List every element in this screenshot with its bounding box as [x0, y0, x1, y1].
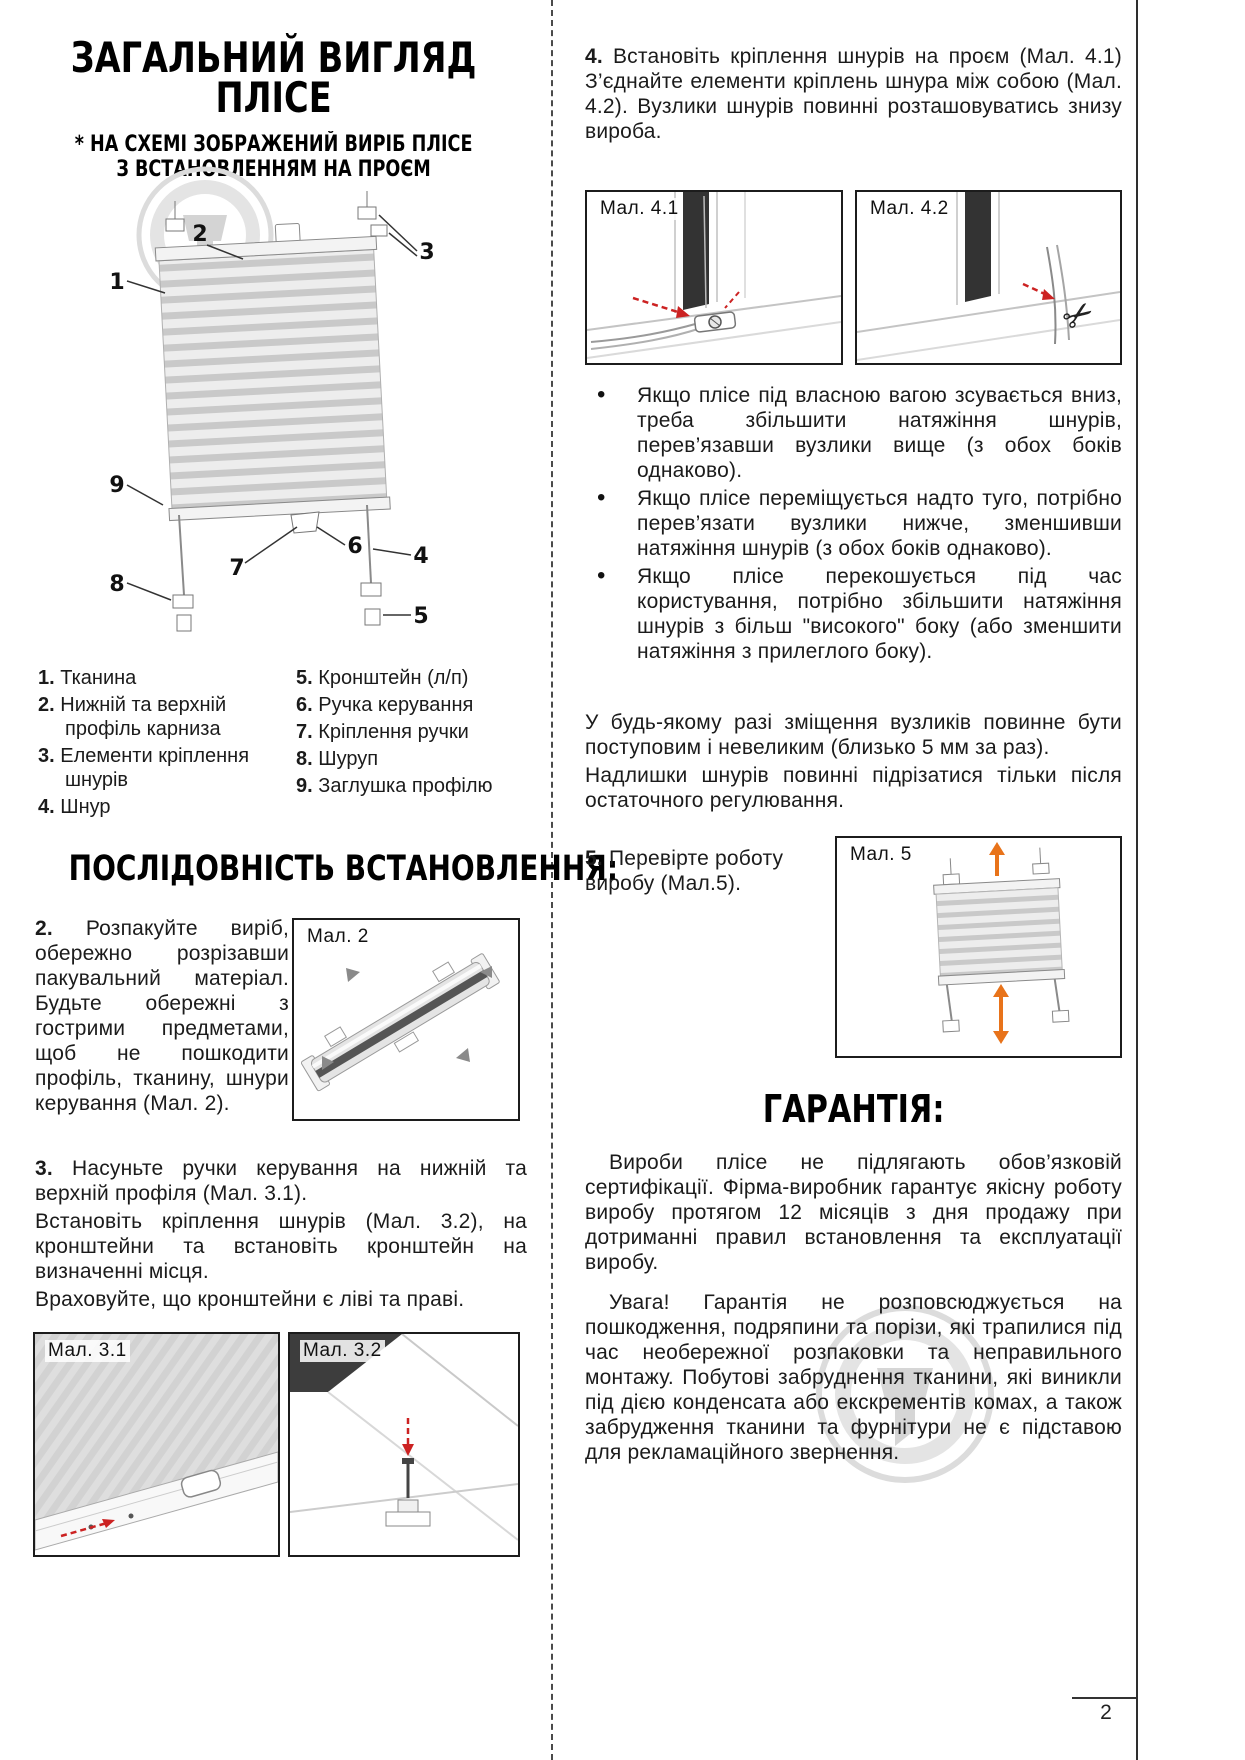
step-4-text: Встановіть кріплення шнурів на проєм (Ма…: [585, 45, 1122, 143]
page-number: 2: [1100, 1701, 1112, 1724]
callout-2: 2: [192, 222, 207, 247]
callout-3: 3: [419, 240, 434, 265]
title-line-1: ЗАГАЛЬНИЙ ВИГЛЯД: [71, 33, 477, 82]
callout-8: 8: [109, 572, 124, 597]
legend-item-8: 8. Шуруп: [296, 748, 379, 770]
cords: [178, 504, 372, 596]
legend-column-2: 5. Кронштейн (л/п) 6. Ручка керування 7.…: [296, 666, 532, 822]
glass-edge: [683, 192, 709, 310]
figure-5: Мал. 5: [835, 836, 1122, 1058]
figure-2-label: Мал. 2: [304, 926, 372, 948]
unfold-arrows: [322, 966, 492, 1070]
figure-3-2-drawing: [290, 1334, 518, 1541]
bullet-item-1: Якщо плісе під власною вагою зсувається …: [585, 382, 1122, 483]
legend-item-5: 5. Кронштейн (л/п): [296, 667, 469, 689]
subtitle-line-1: * НА СХЕМІ ЗОБРАЖЕНИЙ ВИРІБ ПЛІСЕ: [75, 132, 473, 157]
page-number-rule: [1072, 1697, 1136, 1699]
callout-6: 6: [347, 534, 362, 559]
fabric: [35, 1334, 278, 1520]
overview-diagram: 1 2 3 4 5 6 7 8 9: [109, 166, 435, 632]
step-3-paragraph: 3. Насуньте ручки керування на нижній та…: [35, 1156, 527, 1315]
pleated-blind: [154, 222, 391, 522]
cord: [590, 322, 700, 343]
figure-4-2-drawing: ✂: [857, 192, 1120, 361]
bottom-brackets: [172, 582, 382, 632]
legend-column-1: 1. Тканина 2. Нижній та верхній профіль …: [38, 666, 296, 822]
orange-arrows: [989, 842, 1009, 1044]
handle-clip: [180, 1469, 222, 1498]
step-5-text: Перевірте роботу виробу (Мал.5).: [585, 847, 784, 895]
figure-5-drawing: [933, 842, 1070, 1044]
bullet-item-3: Якщо плісе перекошується під час користу…: [585, 563, 1122, 664]
page-edge-line: [1136, 0, 1138, 1760]
callout-4: 4: [413, 544, 428, 569]
callout-lines: [126, 214, 418, 616]
top-profile: [154, 235, 378, 262]
diagram-legend: 1. Тканина 2. Нижній та верхній профіль …: [38, 666, 532, 822]
section-title-warranty: ГАРАНТІЯ:: [762, 1087, 945, 1131]
step-2-text: Розпакуйте виріб, обережно розрізавши па…: [35, 917, 289, 1115]
figure-4-1-drawing: [587, 192, 841, 359]
step-5-number: 5.: [585, 847, 603, 870]
callout-numbers: 1 2 3 4 5 6 7 8 9: [109, 222, 434, 629]
column-divider-dashed: [551, 0, 553, 1760]
figure-3-1-drawing: [35, 1334, 278, 1551]
bottom-profile: [168, 496, 391, 522]
bullet-item-2: Якщо плісе переміщується надто туго, пот…: [585, 485, 1122, 561]
legend-item-7: 7. Кріплення ручки: [296, 721, 469, 743]
callout-7: 7: [229, 556, 244, 581]
watermark-logo-warranty: [816, 1305, 994, 1483]
note-2: Надлишки шнурів повинні підрізатися тіль…: [585, 764, 1122, 812]
figure-3-2-label: Мал. 3.2: [300, 1340, 385, 1362]
figure-5-label: Мал. 5: [847, 844, 915, 866]
step-3-line-2: Встановіть кріплення шнурів (Мал. 3.2), …: [35, 1210, 527, 1283]
red-arrow: [60, 1521, 108, 1538]
step-2-number: 2.: [35, 917, 53, 940]
hanging-cord: [1046, 246, 1057, 345]
step-4-paragraph: 4. Встановіть кріплення шнурів на проєм …: [585, 44, 1122, 144]
adjustment-notes: У будь-якому разі зміщення вузликів пови…: [585, 710, 1122, 816]
bracket: [385, 1511, 431, 1527]
control-handle: [290, 511, 320, 534]
red-arrow: [632, 296, 682, 315]
cord: [703, 195, 707, 309]
callout-9: 9: [109, 473, 124, 498]
legend-item-6: 6. Ручка керування: [296, 694, 474, 716]
legend-item-3: 3. Елементи кріплення шнурів: [38, 745, 250, 791]
warranty-paragraph-1: Вироби плісе не підлягають обов’язковій …: [585, 1151, 1122, 1274]
section-title-installation: ПОСЛІДОВНІСТЬ ВСТАНОВЛЕННЯ:: [68, 849, 619, 889]
legend-item-2: 2. Нижній та верхній профіль карниза: [38, 694, 227, 740]
callout-5: 5: [413, 604, 428, 629]
callout-1: 1: [109, 270, 124, 295]
legend-item-1: 1. Тканина: [38, 667, 137, 689]
page-title: ЗАГАЛЬНИЙ ВИГЛЯД ПЛІСЕ: [0, 33, 548, 122]
figure-4-2-label: Мал. 4.2: [867, 198, 952, 220]
figure-4-1-label: Мал. 4.1: [597, 198, 682, 220]
cord-lock: [693, 311, 737, 333]
note-1: У будь-якому разі зміщення вузликів пови…: [585, 711, 1122, 759]
mini-blind: [933, 847, 1070, 1033]
step-4-number: 4.: [585, 45, 603, 68]
figure-3-1: Мал. 3.1: [33, 1332, 280, 1557]
top-brackets: [165, 191, 388, 237]
red-arrow: [1022, 282, 1048, 297]
warranty-paragraph-2: Увага! Гарантія не розповсюджується на п…: [585, 1291, 1122, 1464]
figure-2-drawing: [300, 953, 500, 1092]
glass-edge: [965, 192, 991, 302]
scissors-icon: ✂: [1054, 290, 1102, 341]
title-line-2: ПЛІСЕ: [215, 73, 333, 122]
legend-item-4: 4. Шнур: [38, 796, 111, 818]
figure-3-1-label: Мал. 3.1: [45, 1340, 130, 1362]
figure-2: Мал. 2: [292, 918, 520, 1121]
figure-3-2: Мал. 3.2: [288, 1332, 520, 1557]
figure-4-1: Мал. 4.1: [585, 190, 843, 365]
step-2-paragraph: 2. Розпакуйте виріб, обережно розрізавши…: [35, 916, 289, 1116]
step-3-line-3: Враховуйте, що кронштейни є ліві та прав…: [35, 1288, 465, 1311]
figure-4-2: ✂ Мал. 4.2: [855, 190, 1122, 365]
step-5-paragraph: 5. Перевірте роботу виробу (Мал.5).: [585, 846, 825, 896]
legend-item-9: 9. Заглушка профілю: [296, 775, 493, 797]
step-3-line-1: 3. Насуньте ручки керування на нижній та…: [35, 1157, 527, 1205]
adjustment-bullet-list: Якщо плісе під власною вагою зсувається …: [585, 382, 1122, 667]
